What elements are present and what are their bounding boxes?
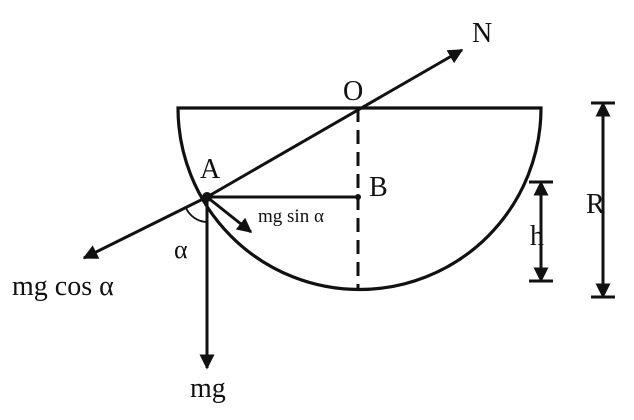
mg-cos-arrow — [82, 195, 208, 260]
normal-force-arrow — [206, 48, 464, 199]
label-r: R — [586, 189, 605, 220]
label-n: N — [472, 18, 492, 49]
alpha-arc — [185, 207, 208, 223]
label-a: A — [200, 154, 221, 185]
label-mg-cos: mg cos α — [12, 271, 114, 302]
label-h: h — [530, 221, 544, 252]
point-a — [202, 192, 212, 202]
mg-sin-arrow — [206, 195, 253, 234]
label-b: B — [369, 172, 388, 203]
label-mg: mg — [190, 373, 226, 404]
point-b — [355, 194, 361, 200]
label-o: O — [343, 76, 363, 107]
label-alpha: α — [174, 235, 188, 264]
bowl-outline — [176, 106, 543, 292]
label-mg-sin: mg sin α — [258, 206, 324, 227]
